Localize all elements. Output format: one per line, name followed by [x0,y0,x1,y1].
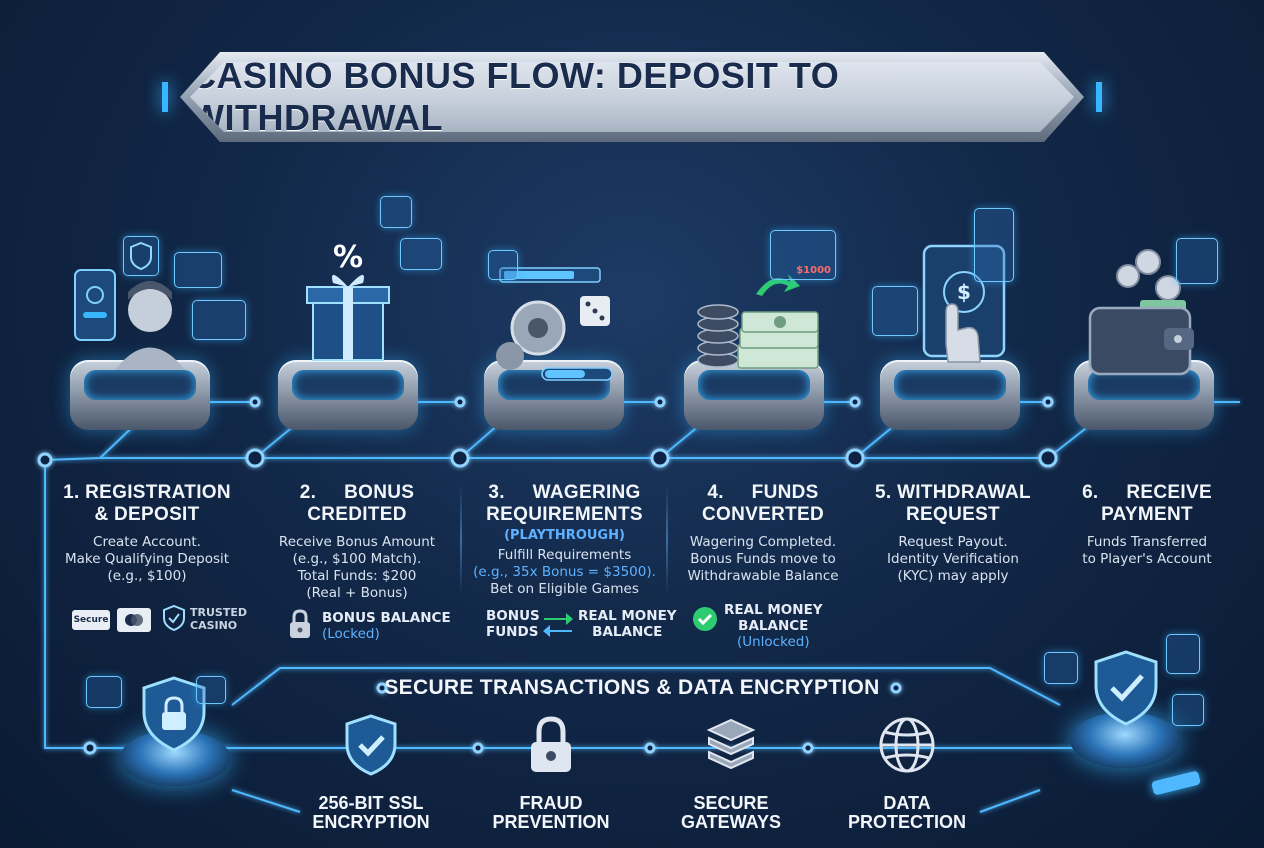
real-money-unlocked-label: REAL MONEY BALANCE (Unlocked) [724,602,823,650]
step-4: 4. FUNDS CONVERTED Wagering Completed. B… [668,482,858,585]
step-3-title: 3. WAGERING REQUIREMENTS [486,482,643,525]
device-card-icon [1172,694,1204,726]
step-3-subtitle: (PLAYTHROUGH) [504,528,625,543]
step-1-platform [70,360,210,430]
check-circle-icon [692,606,718,636]
step-1-title: 1. REGISTRATION & DEPOSIT [63,482,231,525]
shield-check-large-icon [1084,646,1168,734]
step-2-title: 2. BONUS CREDITED [299,482,415,525]
step-4-description: Wagering Completed. Bonus Funds move to … [687,534,839,584]
security-item-gateways: SECURE GATEWAYS [646,710,816,832]
step-3-description: Fulfill Requirements (e.g., 35x Bonus = … [473,547,656,597]
step-6-title: 6. RECEIVE PAYMENT [1082,482,1212,525]
step-5-description: Request Payout. Identity Verification (K… [887,534,1019,584]
step-2-platform [278,360,418,430]
bonus-funds-label: BONUS FUNDS [486,608,540,640]
payout-tablet-icon: $ [876,232,1026,382]
screen-amount: $1000 [796,265,831,276]
shield-card-icon [123,236,159,276]
trusted-casino-label: TRUSTED CASINO [190,606,247,632]
bonus-balance-label: BONUS BALANCE (Locked) [322,610,451,642]
chips-cash-icon [678,248,828,398]
step-6-description: Funds Transferred to Player's Account [1082,534,1212,567]
casino-screen-card: $1000 [770,230,836,280]
step-divider [666,484,668,594]
gears-dice-icon [480,248,630,398]
padlock-icon [466,710,636,780]
identity-card-icon [872,286,918,336]
step-4-title: 4. FUNDS CONVERTED [702,482,824,525]
card-network-icon [117,608,151,632]
message-card-icon [174,252,222,288]
globe-icon [822,710,992,780]
step-divider [460,484,462,594]
step-3: 3. WAGERING REQUIREMENTS (PLAYTHROUGH) F… [462,482,667,598]
gift-box-icon: % [273,225,423,375]
shield-lock-icon [132,672,216,760]
security-item-data: DATA PROTECTION [822,710,992,832]
security-item-fraud: FRAUD PREVENTION [466,710,636,832]
step-5: 5. WITHDRAWAL REQUEST Request Payout. Id… [858,482,1048,585]
page-title: CASINO BONUS FLOW: DEPOSIT TO WITHDRAWAL [190,55,840,138]
step-5-platform [880,360,1020,430]
step-6: 6. RECEIVE PAYMENT Funds Transferred to … [1052,482,1242,568]
balance-card-icon [1176,238,1218,284]
wallet-icon [1070,240,1220,390]
info-card-icon [400,238,442,270]
step-5-title: 5. WITHDRAWAL REQUEST [875,482,1031,525]
step-2-description: Receive Bonus Amount (e.g., $100 Match).… [278,534,436,601]
svg-text:$: $ [957,280,971,304]
lock-card-icon [380,196,412,228]
secure-badge: Secure [72,610,110,630]
title-banner: CASINO BONUS FLOW: DEPOSIT TO WITHDRAWAL [162,52,1102,142]
user-profile-icon [65,230,215,380]
trusted-shield-icon [162,604,186,636]
progress-card-icon [974,208,1014,282]
profile-card-icon [86,676,122,708]
server-stack-icon [646,710,816,780]
banner-plate: CASINO BONUS FLOW: DEPOSIT TO WITHDRAWAL [190,62,1074,132]
step-1-description: Create Account. Make Qualifying Deposit … [64,534,230,584]
svg-text:%: % [333,240,363,275]
step-1: 1. REGISTRATION & DEPOSIT Create Account… [52,482,242,585]
chat-card-icon [196,676,226,704]
exchange-arrows-icon [542,610,574,642]
step-4-platform [684,360,824,430]
settings-card-icon [488,250,518,280]
security-section-title: SECURE TRANSACTIONS & DATA ENCRYPTION [384,676,880,699]
step-2: 2. BONUS CREDITED Receive Bonus Amount (… [262,482,452,602]
banner-glow [162,82,1102,112]
credit-card-icon [192,300,246,340]
data-card-icon [1044,652,1078,684]
shield-check-icon [286,710,456,780]
fingerprint-card-icon [1166,634,1200,674]
security-item-ssl: 256-BIT SSL ENCRYPTION [286,710,456,832]
padlock-icon [286,608,314,644]
real-money-balance-target-label: REAL MONEY BALANCE [578,608,677,640]
